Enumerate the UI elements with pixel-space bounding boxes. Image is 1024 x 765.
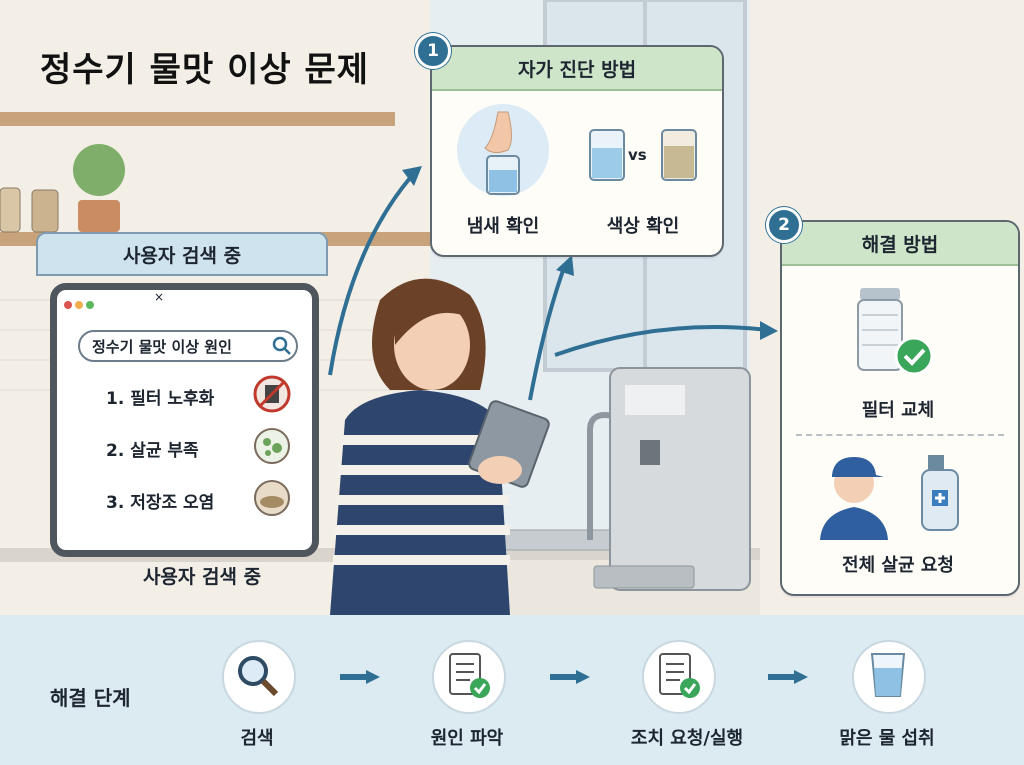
search-input[interactable]: 정수기 물맛 이상 원인	[78, 330, 298, 362]
glass-compare-icon	[589, 129, 697, 181]
nose-glass-icon	[457, 104, 549, 196]
step-arrow-2	[550, 670, 590, 684]
search-query: 정수기 물맛 이상 원인	[92, 337, 232, 356]
result-item-2[interactable]: 2. 살균 부족	[106, 441, 199, 461]
solution-item-2: 전체 살균 요청	[842, 555, 954, 576]
filter-prohibited-icon	[253, 375, 291, 413]
search-panel-header: 사용자 검색 중	[36, 232, 328, 276]
search-panel-caption: 사용자 검색 중	[142, 566, 262, 588]
bacteria-icon	[254, 428, 290, 464]
steps-title: 해결 단계	[50, 686, 131, 710]
page-title: 정수기 물맛 이상 문제	[40, 50, 370, 90]
result-item-3[interactable]: 3. 저장조 오염	[106, 493, 215, 513]
step-4-label: 맑은 물 섭취	[839, 728, 935, 749]
browser-close-icon[interactable]: ×	[154, 290, 165, 304]
search-icon[interactable]	[272, 336, 292, 356]
clipboard-check-icon	[659, 653, 700, 698]
step-arrow-3	[768, 670, 808, 684]
contamination-icon	[254, 480, 290, 516]
water-glass-icon	[870, 653, 906, 697]
step-3-label: 조치 요청/실행	[630, 728, 744, 749]
diagnosis-item-1: 냄새 확인	[466, 216, 540, 237]
step-2-label: 원인 파악	[430, 728, 504, 749]
solution-card-header: 해결 방법	[782, 222, 1018, 266]
result-item-1[interactable]: 1. 필터 노후화	[106, 389, 215, 409]
filter-check-icon	[857, 288, 934, 376]
solution-badge: 2	[766, 207, 802, 243]
diagnosis-card-header: 자가 진단 방법	[432, 47, 722, 91]
steps-band	[0, 615, 1024, 765]
browser-dots	[64, 294, 94, 313]
technician-spray-icon	[820, 455, 959, 540]
solution-item-1: 필터 교체	[861, 400, 935, 421]
step-arrow-1	[340, 670, 380, 684]
diagnosis-badge: 1	[415, 33, 451, 69]
solution-card: 해결 방법	[780, 220, 1020, 596]
diagnosis-item-2: 색상 확인	[606, 216, 680, 237]
step-1-label: 검색	[240, 728, 274, 749]
vs-label: vs	[628, 146, 647, 164]
checklist-icon	[449, 653, 490, 698]
magnifier-icon	[238, 656, 279, 697]
